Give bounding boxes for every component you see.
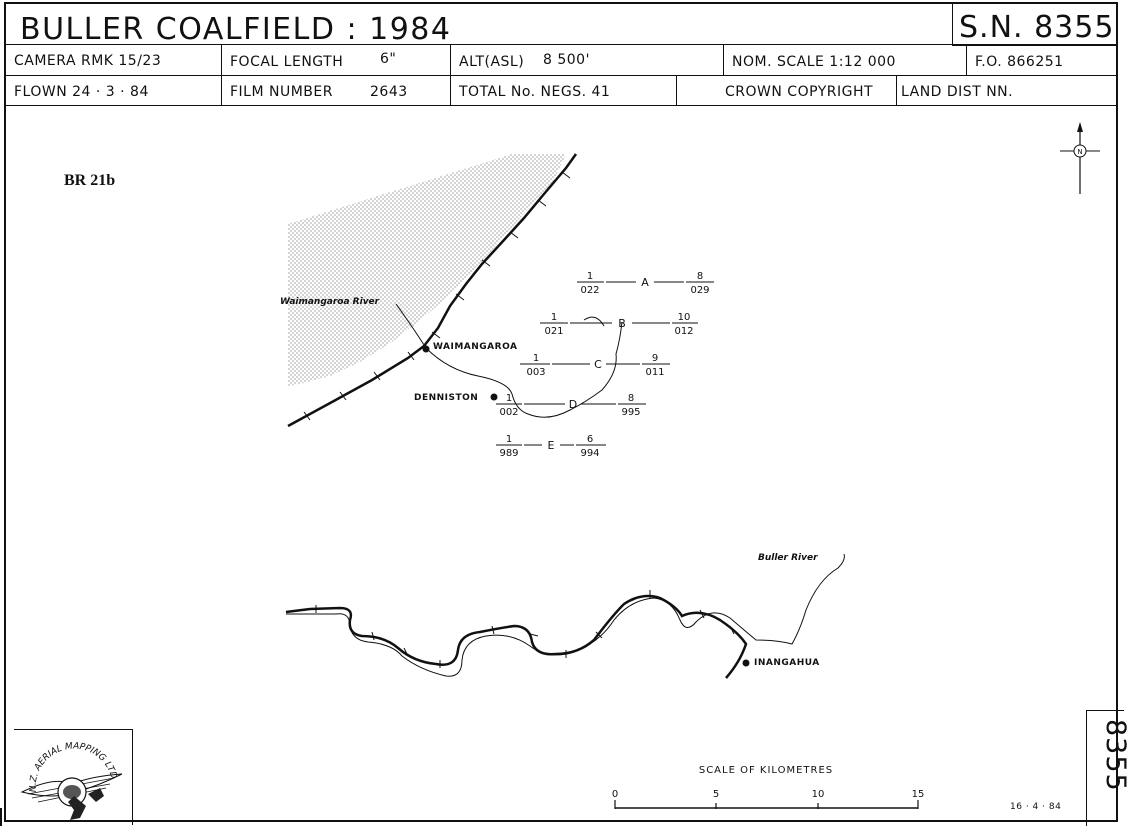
altitude-cell: ALT(ASL) 8 500'	[451, 45, 724, 76]
svg-text:022: 022	[580, 285, 599, 296]
flown-text: FLOWN 24 · 3 · 84	[14, 84, 149, 100]
film-number-value: 2643	[370, 84, 408, 100]
crown-copyright-text: CROWN COPYRIGHT	[725, 84, 874, 100]
waimangaroa-marker	[422, 345, 430, 353]
title-divider	[6, 44, 1116, 45]
flight-line-d-letter: D	[569, 398, 577, 411]
flight-line-a-letter: A	[641, 276, 649, 289]
film-number-cell: FILM NUMBER 2643	[222, 76, 451, 106]
denniston-label: DENNISTON	[414, 393, 478, 403]
svg-text:8: 8	[697, 271, 703, 282]
focal-length-cell: FOCAL LENGTH 6"	[222, 45, 451, 76]
flight-line-a: 1 022 A 8 029	[577, 271, 714, 296]
focal-length-label: FOCAL LENGTH	[230, 54, 344, 70]
denniston-marker	[490, 393, 498, 401]
sortie-number: S.N. 8355	[959, 10, 1115, 45]
map-sheet-frame: BULLER COALFIELD : 1984 S.N. 8355 CAMERA…	[4, 2, 1131, 826]
scale-tick-10: 10	[812, 789, 825, 800]
land-district-text: LAND DIST NN.	[901, 84, 1014, 100]
buller-railway	[285, 590, 748, 679]
svg-text:989: 989	[499, 448, 518, 459]
waimangaroa-river-label: Waimangaroa River	[280, 297, 380, 307]
svg-text:6: 6	[587, 434, 593, 445]
svg-text:029: 029	[690, 285, 709, 296]
inangahua-marker	[742, 659, 750, 667]
camera-cell: CAMERA RMK 15/23	[6, 45, 222, 76]
svg-text:012: 012	[674, 326, 693, 337]
compilation-date: 16 · 4 · 84	[1010, 802, 1061, 812]
fo-text: F.O. 866251	[975, 54, 1064, 70]
map-reference: BR 21b	[64, 172, 116, 189]
svg-text:994: 994	[580, 448, 599, 459]
svg-text:8: 8	[628, 393, 634, 404]
camera-text: CAMERA RMK 15/23	[14, 53, 162, 69]
buller-river	[286, 553, 845, 677]
north-arrow-icon: N	[1060, 122, 1100, 194]
total-negs-cell: TOTAL No. NEGS. 41	[451, 76, 677, 106]
scale-tick-5: 5	[713, 789, 719, 800]
svg-text:1: 1	[506, 393, 512, 404]
fo-cell: F.O. 866251	[967, 45, 1116, 76]
land-district-cell: LAND DIST NN.	[897, 76, 1116, 106]
sortie-number-box: S.N. 8355	[952, 4, 1118, 46]
scale-bar: SCALE OF KILOMETRES 0 5 10 15	[612, 765, 925, 809]
flight-line-d: 1 002 D 8 995	[496, 393, 646, 418]
svg-text:003: 003	[526, 367, 545, 378]
svg-text:1: 1	[506, 434, 512, 445]
waimangaroa-label: WAIMANGAROA	[433, 342, 517, 352]
svg-text:021: 021	[544, 326, 563, 337]
flight-line-b-letter: B	[618, 317, 626, 330]
sheet-edge-tick	[0, 808, 2, 826]
coastal-railway	[287, 153, 578, 428]
crown-copyright-cell: CROWN COPYRIGHT	[677, 76, 897, 106]
altitude-value: 8 500'	[543, 52, 590, 68]
sea-area	[288, 154, 566, 386]
scale-tick-0: 0	[612, 789, 618, 800]
nominal-scale-cell: NOM. SCALE 1:12 000	[724, 45, 967, 76]
nz-aerial-mapping-logo-icon: N.Z. AERIAL MAPPING LTD	[20, 742, 123, 820]
svg-text:1: 1	[587, 271, 593, 282]
sheet-number-box: 8355	[1086, 710, 1131, 826]
flown-cell: FLOWN 24 · 3 · 84	[6, 76, 222, 106]
flight-line-b: 1 021 B 10 012	[540, 312, 698, 337]
flight-line-e-letter: E	[548, 439, 555, 452]
svg-text:10: 10	[678, 312, 691, 323]
altitude-label: ALT(ASL)	[459, 54, 525, 70]
svg-text:011: 011	[645, 367, 664, 378]
inangahua-label: INANGAHUA	[754, 658, 820, 668]
nominal-scale-text: NOM. SCALE 1:12 000	[732, 54, 896, 70]
film-number-label: FILM NUMBER	[230, 84, 333, 100]
flight-line-e: 1 989 E 6 994	[496, 434, 606, 459]
buller-river-label: Buller River	[758, 553, 818, 563]
upper-stream	[583, 316, 605, 327]
svg-text:1: 1	[551, 312, 557, 323]
logo-box: N.Z. AERIAL MAPPING LTD	[14, 729, 133, 825]
sheet-title: BULLER COALFIELD : 1984	[20, 12, 452, 47]
flight-line-c-letter: C	[594, 358, 602, 371]
scale-bar-title: SCALE OF KILOMETRES	[699, 765, 833, 776]
svg-text:1: 1	[533, 353, 539, 364]
flight-line-c: 1 003 C 9 011	[520, 353, 670, 378]
svg-text:002: 002	[499, 407, 518, 418]
focal-length-value: 6"	[380, 51, 397, 67]
svg-text:995: 995	[621, 407, 640, 418]
north-letter: N	[1077, 148, 1082, 156]
svg-text:9: 9	[652, 353, 658, 364]
total-negs-text: TOTAL No. NEGS. 41	[459, 84, 611, 100]
scale-tick-15: 15	[912, 789, 925, 800]
